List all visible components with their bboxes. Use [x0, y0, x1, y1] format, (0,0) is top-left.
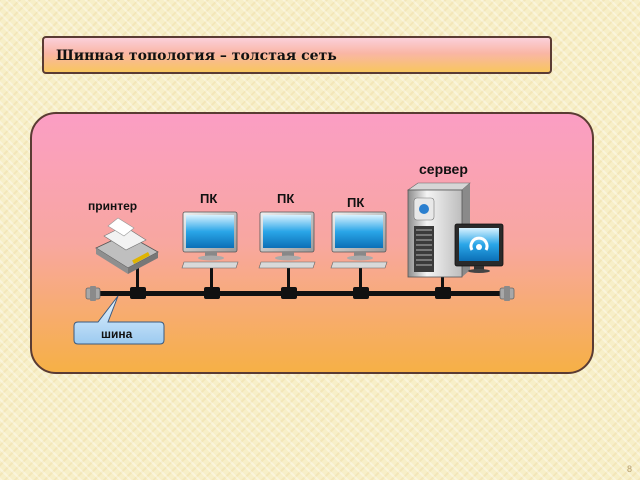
pc-icon	[258, 211, 316, 269]
slide-title: Шинная топология – толстая сеть	[56, 48, 337, 64]
pc-icon	[330, 211, 388, 269]
monitor-icon	[454, 223, 504, 273]
terminator-icon	[499, 286, 515, 301]
slide-title-box: Шинная топология – толстая сеть	[42, 36, 552, 74]
printer-icon	[95, 217, 159, 274]
pc-label-2: ПК	[277, 191, 295, 206]
connector-icon	[130, 287, 451, 299]
bus-cable	[100, 262, 500, 296]
server-label: сервер	[419, 161, 468, 177]
pc-label-1: ПК	[200, 191, 218, 206]
printer-label: принтер	[88, 199, 138, 213]
pc-icon	[181, 211, 239, 269]
slide-number: 8	[626, 464, 632, 474]
terminator-icon	[85, 286, 101, 301]
bus-callout	[73, 295, 165, 345]
pc-label-3: ПК	[347, 195, 365, 210]
bus-label: шина	[101, 327, 133, 341]
